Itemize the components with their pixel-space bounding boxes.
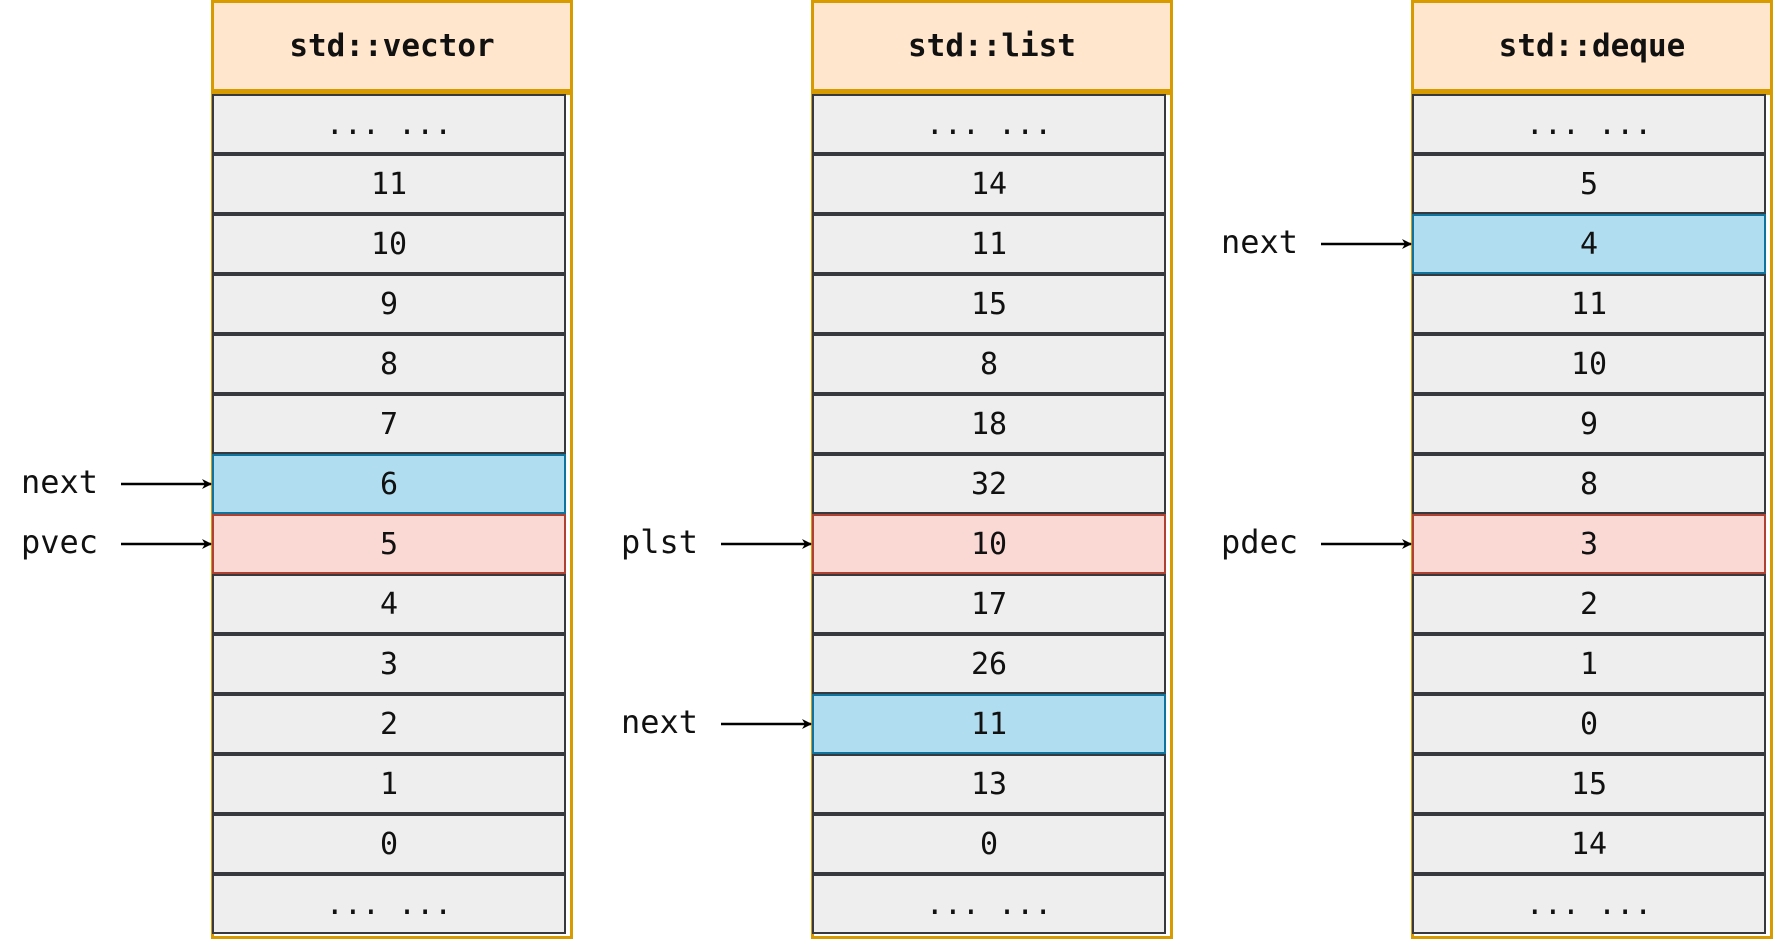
- memory-cell: 2: [1412, 574, 1766, 634]
- memory-cell: ... ...: [1412, 874, 1766, 934]
- memory-cell: 4: [212, 574, 566, 634]
- memory-cell-pointer: 3: [1412, 514, 1766, 574]
- memory-cell: 11: [812, 214, 1166, 274]
- column-title: std::list: [811, 0, 1173, 92]
- pointer-label: next: [21, 463, 99, 501]
- memory-cell: 3: [212, 634, 566, 694]
- memory-cell-pointer: 5: [212, 514, 566, 574]
- memory-cell: 9: [1412, 394, 1766, 454]
- memory-cell: 0: [812, 814, 1166, 874]
- memory-cell: 15: [812, 274, 1166, 334]
- memory-cell: 17: [812, 574, 1166, 634]
- memory-cell-pointer: 10: [812, 514, 1166, 574]
- memory-cell: 11: [212, 154, 566, 214]
- memory-cell: 18: [812, 394, 1166, 454]
- memory-cell: 8: [1412, 454, 1766, 514]
- memory-cell: 9: [212, 274, 566, 334]
- memory-cell: 1: [212, 754, 566, 814]
- pointer-label: pdec: [1221, 523, 1299, 561]
- memory-cell: 32: [812, 454, 1166, 514]
- memory-cell: ... ...: [812, 874, 1166, 934]
- memory-cell: 13: [812, 754, 1166, 814]
- memory-cell: ... ...: [212, 94, 566, 154]
- memory-cell-next: 6: [212, 454, 566, 514]
- memory-cell: 1: [1412, 634, 1766, 694]
- memory-cell: ... ...: [1412, 94, 1766, 154]
- memory-cell: ... ...: [812, 94, 1166, 154]
- memory-cell: ... ...: [212, 874, 566, 934]
- memory-cell: 10: [212, 214, 566, 274]
- pointer-label: next: [621, 703, 699, 741]
- column-title: std::deque: [1411, 0, 1773, 92]
- memory-cell: 8: [812, 334, 1166, 394]
- memory-cell: 14: [812, 154, 1166, 214]
- pointer-label: plst: [621, 523, 699, 561]
- memory-cell: 5: [1412, 154, 1766, 214]
- memory-cell: 0: [1412, 694, 1766, 754]
- pointer-label: next: [1221, 223, 1299, 261]
- memory-cell: 11: [1412, 274, 1766, 334]
- memory-cell: 2: [212, 694, 566, 754]
- pointer-label: pvec: [21, 523, 99, 561]
- memory-cell-next: 4: [1412, 214, 1766, 274]
- memory-cell: 10: [1412, 334, 1766, 394]
- memory-cell: 0: [212, 814, 566, 874]
- column-title: std::vector: [211, 0, 573, 92]
- memory-cell-next: 11: [812, 694, 1166, 754]
- memory-cell: 26: [812, 634, 1166, 694]
- memory-cell: 15: [1412, 754, 1766, 814]
- memory-cell: 14: [1412, 814, 1766, 874]
- memory-cell: 8: [212, 334, 566, 394]
- memory-cell: 7: [212, 394, 566, 454]
